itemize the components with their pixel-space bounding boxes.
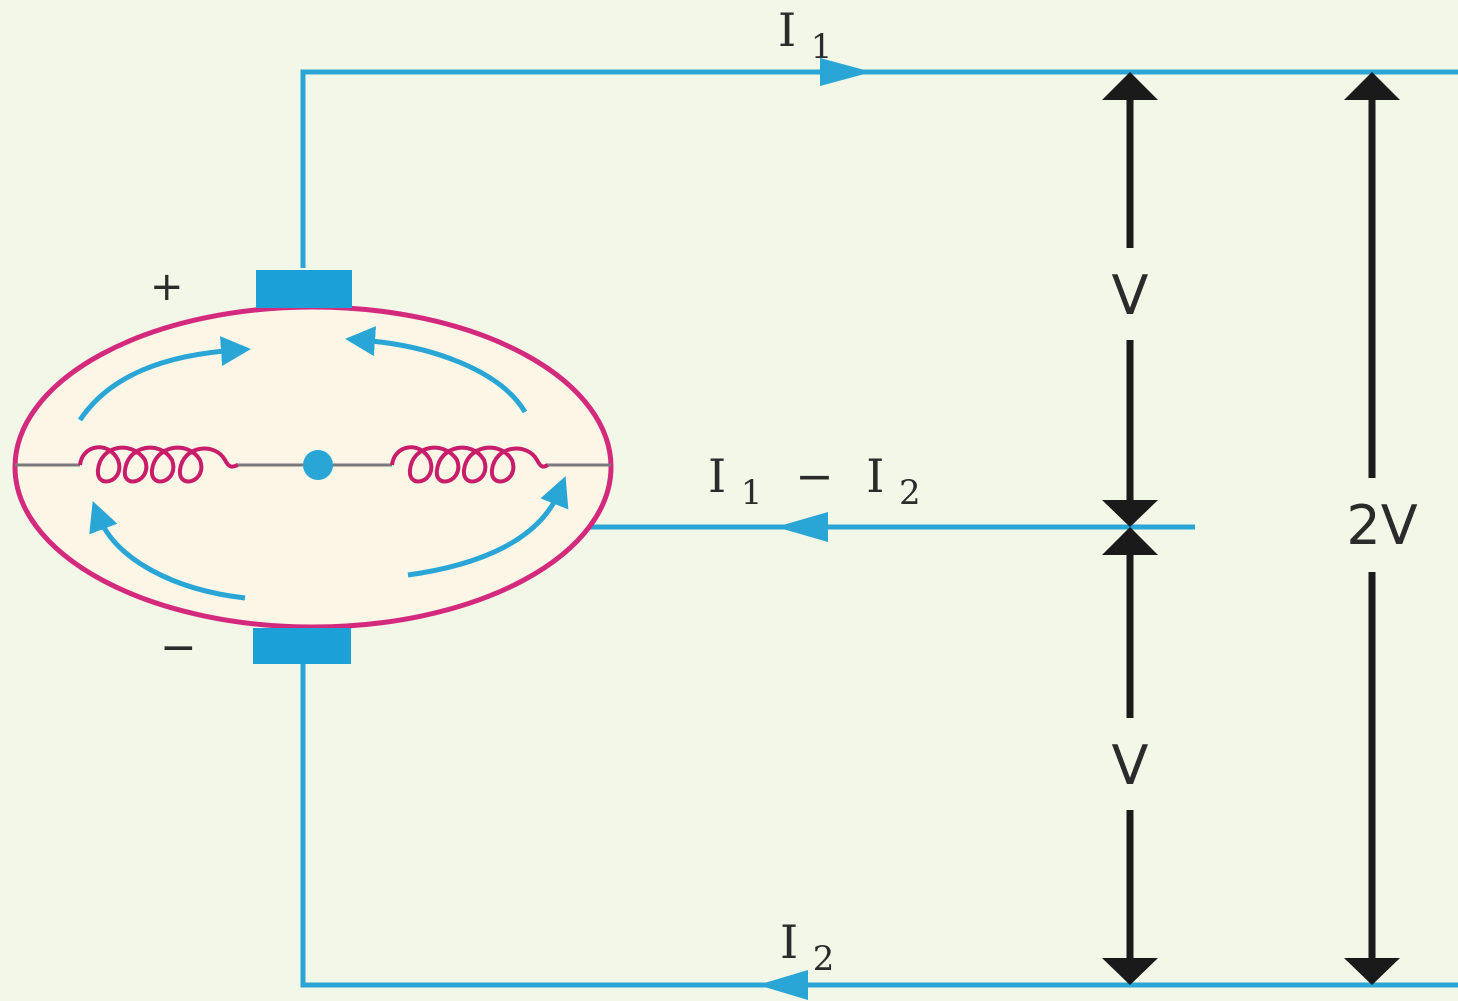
middle-current-symbol-b: I — [866, 449, 884, 503]
rotation-arrow-bottom-right — [407, 476, 569, 578]
current-arrow-top — [820, 58, 872, 86]
top-current-symbol: I — [778, 3, 796, 57]
upper-v-arrow-head-top — [1102, 72, 1158, 100]
middle-current-label: I 1 − I 2 — [708, 449, 921, 515]
total-voltage-label: 2V — [1346, 494, 1417, 557]
bottom-current-label: I 2 — [780, 915, 834, 979]
total-2v-arrow-head-top — [1344, 72, 1400, 100]
rotation-arrow-top-left — [77, 336, 251, 422]
middle-current-minus: − — [795, 449, 834, 503]
rotation-arrows — [77, 326, 569, 601]
negative-terminal-label: − — [160, 622, 197, 673]
middle-current-symbol-a: I — [708, 449, 726, 503]
armature — [12, 304, 614, 630]
upper-v-arrow-head-bottom — [1102, 500, 1158, 527]
left-coil — [78, 445, 239, 484]
current-arrow-middle — [776, 512, 828, 542]
rotation-arrow-bottom-left — [89, 500, 246, 601]
bottom-current-symbol: I — [780, 915, 798, 969]
voltage-dimension-arrows — [1102, 72, 1400, 985]
middle-current-subscript-b: 2 — [899, 473, 921, 513]
top-current-subscript: 1 — [811, 27, 833, 67]
negative-brush — [253, 628, 351, 664]
middle-current-subscript-a: 1 — [741, 473, 763, 513]
negative-outer-wire — [300, 664, 1458, 988]
lower-voltage-label: V — [1112, 734, 1149, 797]
top-current-label: I 1 — [778, 3, 832, 67]
positive-brush — [256, 270, 352, 308]
right-coil — [390, 445, 549, 484]
rotation-arrow-top-right — [345, 326, 528, 414]
lower-v-arrow-head-top — [1102, 527, 1158, 555]
bottom-current-subscript: 2 — [813, 939, 835, 979]
upper-voltage-label: V — [1112, 264, 1149, 327]
total-2v-arrow-head-bottom — [1344, 958, 1400, 985]
lower-v-arrow-head-bottom — [1102, 958, 1158, 985]
positive-terminal-label: + — [150, 264, 184, 310]
positive-outer-wire — [300, 69, 1458, 268]
current-arrow-bottom — [758, 970, 808, 1000]
center-tap-dot — [303, 450, 333, 480]
